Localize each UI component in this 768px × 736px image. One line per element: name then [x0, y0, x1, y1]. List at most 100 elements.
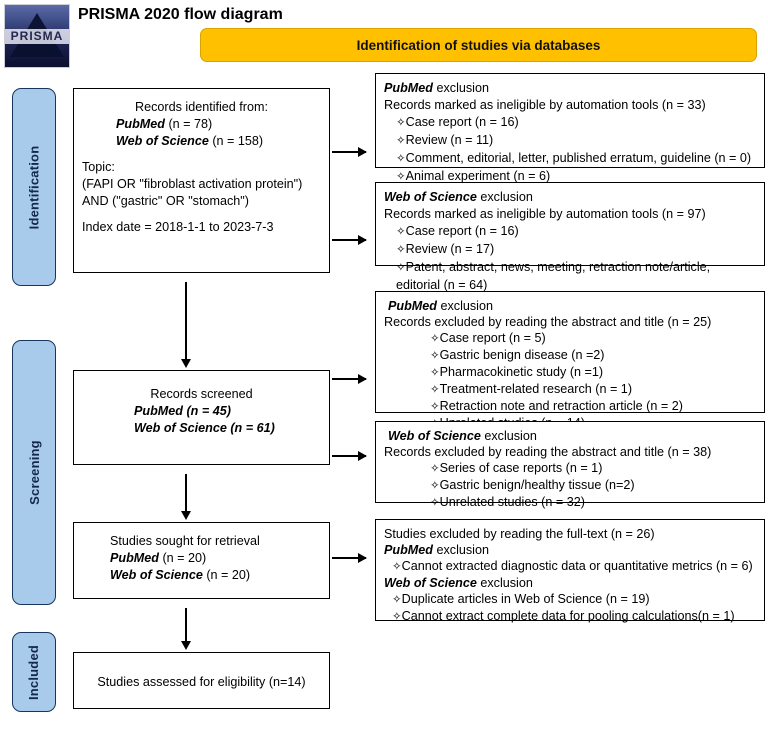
list-item: ✧Gastric benign disease (n =2): [384, 347, 756, 364]
box-sought-retrieval: Studies sought for retrieval PubMed (n =…: [73, 522, 330, 599]
diamond-icon: ✧: [430, 463, 440, 475]
ex-fulltext-wos-item-0: Duplicate articles in Web of Science (n …: [401, 592, 650, 606]
ex-wos-auto-suffix: exclusion: [476, 190, 533, 204]
arrow-sought-to-assessed: [181, 608, 190, 650]
diamond-icon: ✧: [430, 497, 440, 509]
ex-wos-screen-item-2: Unrelated studies (n = 32): [439, 495, 585, 509]
ex-wos-screen-source: Web of Science: [388, 429, 481, 443]
sought-retrieval-pubmed-n: (n = 20): [162, 551, 207, 565]
diamond-icon: ✧: [396, 262, 406, 274]
identification-banner: Identification of studies via databases: [200, 28, 757, 62]
ex-pubmed-auto-item-1: Review (n = 11): [405, 133, 494, 147]
ex-pubmed-auto-suffix: exclusion: [432, 81, 489, 95]
box-records-screened: Records screened PubMed (n = 45) Web of …: [73, 370, 330, 465]
list-item: ✧Retraction note and retraction article …: [384, 398, 756, 415]
records-screened-pubmed: PubMed (n = 45): [134, 404, 231, 418]
diamond-icon: ✧: [430, 367, 440, 379]
arrow-to-wos-automation-exclusion: [332, 235, 367, 245]
diamond-icon: ✧: [430, 350, 440, 362]
diamond-icon: ✧: [430, 401, 440, 413]
ex-wos-screen-suffix: exclusion: [480, 429, 537, 443]
stage-screening-text: Screening: [26, 440, 42, 505]
arrow-to-fulltext-exclusion: [332, 553, 367, 563]
ex-fulltext-headline: Studies excluded by reading the full-tex…: [384, 527, 655, 541]
diamond-icon: ✧: [396, 171, 406, 183]
ex-pubmed-auto-item-3: Animal experiment (n = 6): [405, 169, 551, 183]
list-item: ✧Animal experiment (n = 6): [384, 168, 756, 186]
records-screened-wos: Web of Science (n = 61): [134, 421, 275, 435]
list-item: ✧Cannot extract complete data for poolin…: [384, 608, 756, 625]
ex-wos-auto-item-0: Case report (n = 16): [405, 224, 519, 238]
list-item: ✧Review (n = 17): [384, 241, 756, 259]
stage-included-text: Included: [26, 644, 42, 700]
arrow-screened-to-sought: [181, 474, 190, 520]
records-identified-topic-label: Topic:: [82, 160, 115, 174]
ex-pubmed-auto-item-0: Case report (n = 16): [405, 115, 519, 129]
list-item: ✧Case report (n = 5): [384, 330, 756, 347]
page-title: PRISMA 2020 flow diagram: [78, 6, 283, 23]
ex-wos-auto-source: Web of Science: [384, 190, 477, 204]
list-item: ✧Case report (n = 16): [384, 223, 756, 241]
list-item: ✧Cannot extracted diagnostic data or qua…: [384, 558, 756, 575]
assessed-eligibility-title: Studies assessed for eligibility (n=14): [97, 675, 306, 689]
diamond-icon: ✧: [396, 135, 406, 147]
ex-wos-screen-headline: Records excluded by reading the abstract…: [384, 445, 712, 459]
box-exclusion-pubmed-screening: PubMed exclusion Records excluded by rea…: [375, 291, 765, 430]
box-exclusion-fulltext: Studies excluded by reading the full-tex…: [375, 519, 765, 623]
list-item: ✧Review (n = 11): [384, 132, 756, 150]
identification-banner-label: Identification of studies via databases: [356, 37, 601, 53]
box-exclusion-wos-screening: Web of Science exclusion Records exclude…: [375, 421, 765, 509]
sought-retrieval-wos-n: (n = 20): [206, 568, 251, 582]
list-item: ✧Comment, editorial, letter, published e…: [384, 150, 756, 168]
ex-pubmed-screen-suffix: exclusion: [436, 299, 493, 313]
stage-label-identification: Identification: [12, 88, 56, 286]
list-item: ✧Treatment-related research (n = 1): [384, 381, 756, 398]
diamond-icon: ✧: [396, 244, 406, 256]
diamond-icon: ✧: [392, 611, 402, 623]
diamond-icon: ✧: [392, 561, 402, 573]
logo-band: [5, 29, 69, 44]
ex-wos-auto-headline: Records marked as ineligible by automati…: [384, 207, 706, 221]
list-item: ✧Unrelated studies (n = 32): [384, 494, 756, 511]
records-screened-title: Records screened: [150, 387, 253, 401]
diamond-icon: ✧: [396, 153, 406, 165]
ex-pubmed-auto-item-2: Comment, editorial, letter, published er…: [405, 151, 752, 165]
ex-pubmed-screen-headline: Records excluded by reading the abstract…: [384, 315, 712, 329]
ex-pubmed-auto-headline: Records marked as ineligible by automati…: [384, 98, 706, 112]
list-item: ✧Gastric benign/healthy tissue (n=2): [384, 477, 756, 494]
arrow-to-wos-screening-exclusion: [332, 451, 367, 461]
ex-fulltext-wos-source: Web of Science: [384, 576, 477, 590]
sought-retrieval-title: Studies sought for retrieval: [110, 534, 260, 548]
ex-wos-screen-item-1: Gastric benign/healthy tissue (n=2): [439, 478, 635, 492]
sought-retrieval-pubmed: PubMed: [110, 551, 159, 565]
ex-pubmed-screen-source: PubMed: [388, 299, 437, 313]
diamond-icon: ✧: [430, 384, 440, 396]
records-identified-topic-line2: AND ("gastric" OR "stomach"): [82, 194, 249, 208]
diamond-icon: ✧: [392, 594, 402, 606]
ex-pubmed-screen-item-1: Gastric benign disease (n =2): [439, 348, 605, 362]
diamond-icon: ✧: [430, 333, 440, 345]
ex-wos-screen-item-0: Series of case reports (n = 1): [439, 461, 603, 475]
arrow-to-pubmed-screening-exclusion: [332, 374, 367, 384]
stage-identification-text: Identification: [26, 145, 42, 229]
arrow-to-pubmed-automation-exclusion: [332, 147, 367, 157]
records-identified-wos-n: (n = 158): [212, 134, 264, 148]
records-identified-index-date: Index date = 2018-1-1 to 2023-7-3: [82, 220, 274, 234]
records-identified-wos: Web of Science: [116, 134, 209, 148]
records-identified-topic-line1: (FAPI OR "fibroblast activation protein"…: [82, 177, 303, 191]
prisma-logo: PRISMA: [4, 4, 70, 68]
logo-text: PRISMA: [10, 29, 64, 43]
box-records-identified: Records identified from: PubMed (n = 78)…: [73, 88, 330, 273]
arrow-identified-to-screened: [181, 282, 190, 368]
sought-retrieval-wos: Web of Science: [110, 568, 203, 582]
diamond-icon: ✧: [430, 480, 440, 492]
ex-fulltext-pubmed-item-0: Cannot extracted diagnostic data or quan…: [401, 559, 753, 573]
records-identified-pubmed: PubMed: [116, 117, 165, 131]
ex-pubmed-screen-item-3: Treatment-related research (n = 1): [439, 382, 633, 396]
records-identified-title: Records identified from:: [135, 100, 268, 114]
box-assessed-eligibility: Studies assessed for eligibility (n=14): [73, 652, 330, 709]
ex-wos-auto-item-1: Review (n = 17): [405, 242, 495, 256]
ex-pubmed-screen-item-2: Pharmacokinetic study (n =1): [439, 365, 604, 379]
ex-fulltext-wos-suffix: exclusion: [476, 576, 533, 590]
box-exclusion-pubmed-automation: PubMed exclusion Records marked as ineli…: [375, 73, 765, 183]
